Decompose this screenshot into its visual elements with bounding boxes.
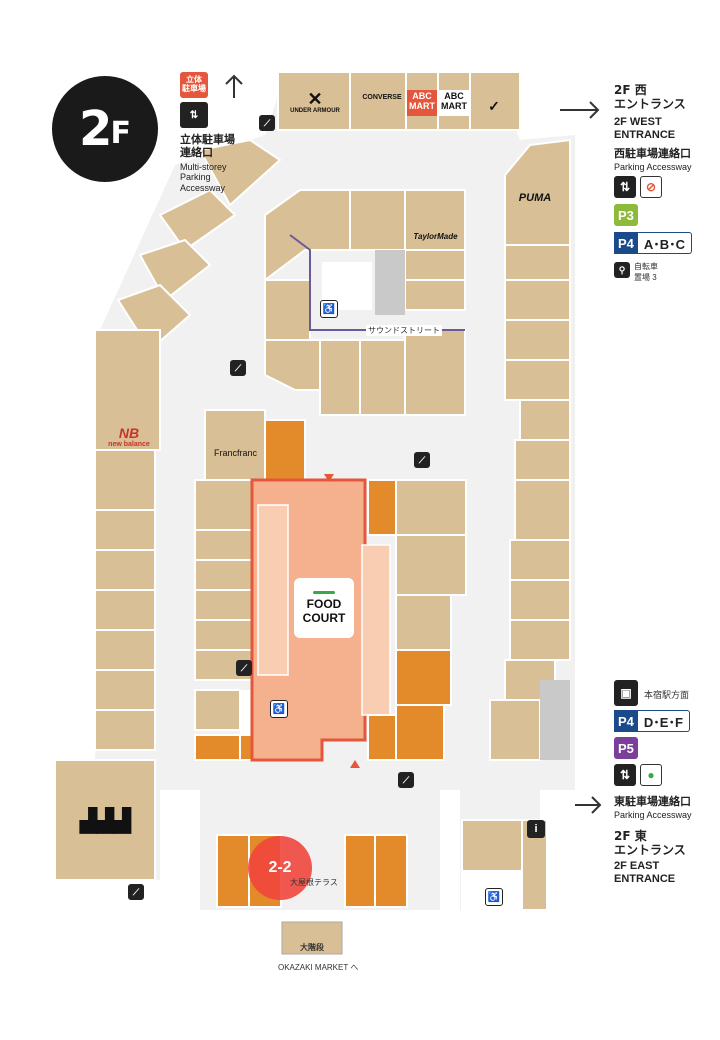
francfranc-logo: Francfranc — [213, 448, 257, 458]
okazaki-market-link[interactable]: OKAZAKI MARKET へ — [278, 963, 359, 972]
central-upper-shops[interactable] — [264, 189, 466, 416]
priority-icon: ● — [640, 764, 662, 786]
west-shop-column[interactable] — [94, 329, 161, 751]
station-direction-label: 本宿駅方面 — [644, 690, 690, 700]
floor-badge: 2 F — [52, 76, 158, 182]
grand-stairs[interactable] — [281, 921, 343, 955]
restroom-icon: ♿ — [270, 700, 288, 718]
parking-nw-jp: 立体駐車場 連絡口 — [180, 133, 235, 159]
east-parking-en: Parking Accessway — [614, 810, 692, 820]
parking-nw-en: Multi-storey Parking Accessway — [180, 162, 227, 193]
central-east-shops[interactable] — [367, 479, 467, 761]
west-entrance-en: 2F WEST ENTRANCE — [614, 116, 676, 141]
bicycle-icon: ⚲ — [614, 262, 630, 278]
sound-street-label: サウンドストリート — [366, 325, 442, 336]
east-entrance-jp: 2F 東 エントランス — [614, 829, 686, 857]
abc-mart-sports-logo: ABC MART — [439, 90, 469, 116]
parking-tag-p3: P3 — [614, 204, 638, 226]
east-shop-column[interactable] — [489, 138, 571, 761]
abc-mart-logo: ABC MART — [407, 90, 437, 116]
train-icon: ▣ — [614, 680, 638, 706]
escalator-icon: ⟋ — [128, 884, 144, 900]
info-icon: i — [527, 820, 545, 838]
west-entrance-jp: 2F 西 エントランス — [614, 83, 686, 111]
bike-parking-label: 自転車 置場 3 — [634, 262, 658, 282]
top-shop-row[interactable] — [277, 71, 521, 131]
elevator-icon: ⇅ — [180, 102, 208, 128]
under-armour-logo: ✕ UNDER ARMOUR — [290, 89, 340, 114]
parking-tag-p5: P5 — [614, 737, 638, 759]
escalator-icon: ⟋ — [414, 452, 430, 468]
restroom-icon: ♿ — [485, 888, 503, 906]
elevator-icon: ⇅ — [614, 764, 636, 786]
parking-tag-p4-east: P4 D･E･F — [614, 710, 690, 732]
floor-number: 2 — [79, 101, 112, 157]
grand-stairs-label: 大階段 — [300, 943, 324, 952]
parking-building-badge: 立体 駐車場 — [180, 72, 208, 98]
terrace-label: 大屋根テラス — [290, 878, 338, 887]
parking-tag-p4-west: P4 A･B･C — [614, 232, 693, 254]
entry-marker-south — [350, 760, 360, 768]
restroom-icon: ♿ — [320, 300, 338, 318]
floor-suffix: F — [110, 115, 131, 151]
east-entrance-en: 2F EAST ENTRANCE — [614, 860, 676, 885]
entrance-arrows — [225, 74, 602, 814]
west-parking-jp: 西駐車場連絡口 — [614, 147, 691, 160]
no-entry-icon: ⊘ — [640, 176, 662, 198]
food-court-label: FOOD COURT — [294, 578, 354, 638]
west-parking-en: Parking Accessway — [614, 162, 692, 172]
nike-logo: ✓ — [488, 98, 500, 114]
escalator-icon: ⟋ — [230, 360, 246, 376]
converse-logo: CONVERSE — [362, 94, 402, 101]
escalator-icon: ⟋ — [259, 115, 275, 131]
new-balance-logo: NB new balance — [108, 425, 150, 448]
entry-marker-north — [324, 474, 334, 482]
escalator-icon: ⟋ — [236, 660, 252, 676]
taylormade-logo: TaylorMade — [413, 232, 458, 241]
escalator-icon: ⟋ — [398, 772, 414, 788]
zone-marker[interactable]: 2-2 — [248, 836, 312, 900]
puma-logo: PUMA — [518, 192, 552, 204]
elevator-icon: ⇅ — [614, 176, 636, 198]
east-parking-jp: 東駐車場連絡口 — [614, 795, 691, 808]
adidas-logo: ▟▟▟ — [80, 808, 131, 833]
adidas-store[interactable] — [54, 759, 156, 881]
west-diagonal-shops[interactable] — [116, 138, 282, 352]
